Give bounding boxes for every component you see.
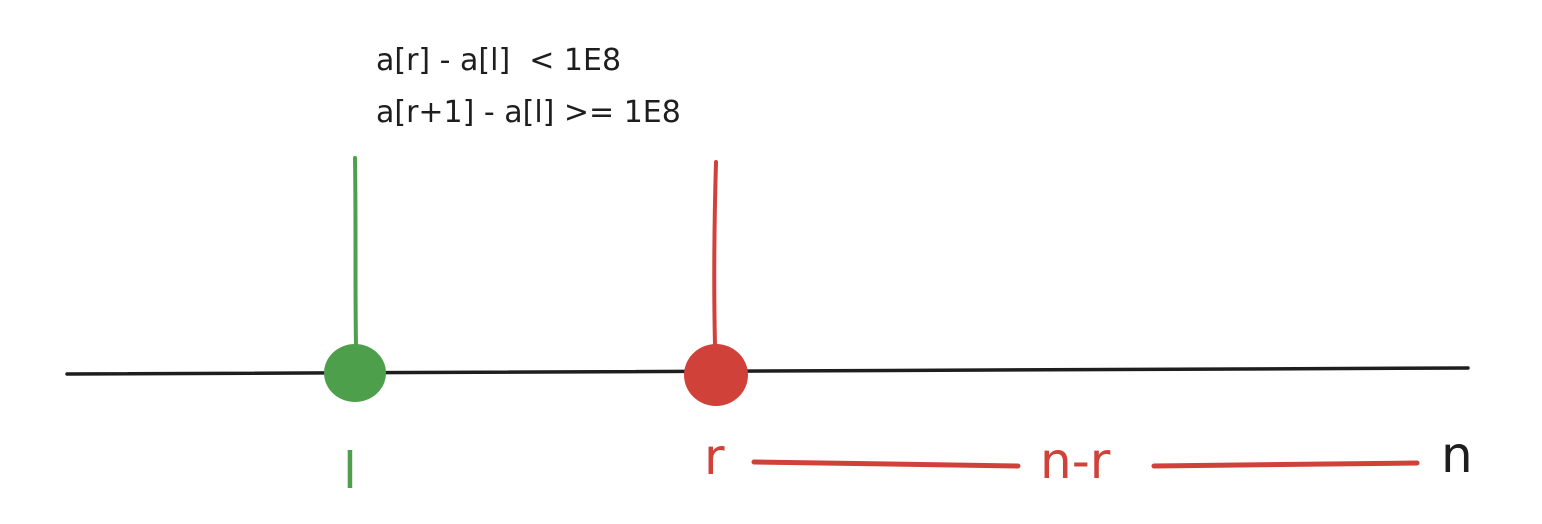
- span-label: n-r: [1040, 432, 1111, 490]
- condition-greater-equal: a[r+1] - a[l] >= 1E8: [376, 95, 681, 130]
- span-line-right: [1151, 460, 1420, 469]
- right-pointer-label: r: [704, 428, 725, 486]
- left-pointer-stem: [353, 156, 358, 348]
- right-pointer-dot: [684, 344, 748, 406]
- left-pointer-label: l: [343, 442, 357, 500]
- condition-less-than: a[r] - a[l] < 1E8: [376, 43, 622, 78]
- span-line-left: [751, 459, 1021, 469]
- right-pointer-stem: [712, 160, 718, 348]
- left-pointer-dot: [324, 344, 386, 402]
- end-label: n: [1441, 426, 1473, 484]
- axis-line: [65, 366, 1470, 376]
